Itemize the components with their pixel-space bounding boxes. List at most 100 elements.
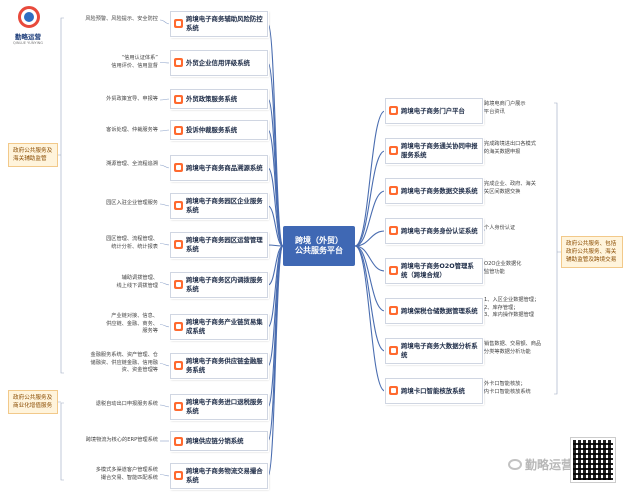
left-note: “信用认证体系” 信用评价、信用监督 [111, 55, 158, 69]
logo-name: 勤略运营 [15, 33, 41, 41]
branch-connector [267, 205, 284, 247]
node-label: 跨境电子商务商品溯源系统 [186, 163, 263, 172]
wechat-icon [508, 459, 522, 470]
system-icon [389, 266, 398, 275]
left-note: 溯源管理、全流程追溯 [106, 161, 158, 167]
right-node: 跨境电子商务门户平台 [385, 98, 483, 124]
node-label: 跨境电子商务O2O管理系统（跨境合规） [401, 262, 474, 279]
node-label: 跨境电子商务辅助风险防控系统 [186, 15, 263, 32]
right-node: 跨境电子商务通关协同申报服务系统 [385, 138, 483, 164]
node-label: 跨境电子商务区内调拨服务系统 [186, 276, 263, 293]
node-label: 跨境卡口智能核放系统 [401, 386, 465, 395]
right-node: 跨境电子商务数据交换系统 [385, 178, 483, 204]
right-node: 跨境卡口智能核放系统 [385, 378, 483, 404]
note-connector [159, 98, 171, 101]
category-bracket [58, 401, 64, 481]
note-connector [159, 19, 171, 25]
system-icon [174, 471, 183, 480]
right-node: 跨境电子商务O2O管理系统（跨境合规） [385, 258, 483, 284]
left-note: 客诉处理、仲裁服务等 [106, 127, 158, 133]
branch-connector [354, 245, 386, 312]
note-connector [159, 203, 171, 207]
node-label: 跨境电子商务产业链贸易集成系统 [186, 318, 263, 335]
logo-ring [18, 6, 40, 28]
left-node: 跨境供应链分销系统 [170, 431, 268, 451]
node-label: 跨境电子商务园区运营管理系统 [186, 236, 263, 253]
right-note: 完成跨境进出口各模式 的海关数据申报 [484, 141, 536, 155]
node-label: 外贸政策服务系统 [186, 94, 238, 103]
left-note: 多模式多渠道客户管理系统 撮合交易、智能匹配系统 [95, 467, 158, 481]
watermark: 勤略运营 [508, 456, 573, 473]
left-node: 外贸政策服务系统 [170, 89, 268, 109]
left-note: 辅助调拨管理、 线上线下调拨管理 [116, 275, 158, 289]
left-node: 外贸企业信用评级系统 [170, 50, 268, 76]
left-node: 跨境电子商务商品溯源系统 [170, 155, 268, 181]
note-connector [159, 129, 171, 132]
system-icon [174, 201, 183, 210]
system-icon [174, 402, 183, 411]
left-note: 风险预警、风险提示、安全防控 [85, 16, 158, 22]
system-icon [174, 240, 183, 249]
system-icon [174, 322, 183, 331]
left-node: 跨境电子商务产业链贸易集成系统 [170, 314, 268, 340]
category-tag: 政府公共服务及 商业化增值服务 [8, 390, 58, 415]
left-node: 跨境电子商务辅助风险防控系统 [170, 11, 268, 37]
right-note: 完成企业、政府、海关 关区间数据交换 [484, 181, 536, 195]
note-connector [159, 164, 171, 169]
node-label: 跨境电子商务数据交换系统 [401, 186, 478, 195]
branch-connector [267, 245, 284, 477]
category-bracket [554, 102, 561, 395]
left-node: 跨境电子商务区内调拨服务系统 [170, 272, 268, 298]
right-note: 外卡口智能核放； 内卡口智能核放系统 [484, 381, 531, 395]
left-node: 跨境电子商务物流交易撮合系统 [170, 463, 268, 489]
node-label: 跨境电子商务门户平台 [401, 106, 465, 115]
node-label: 跨境电子商务进口退税服务系统 [186, 398, 263, 415]
system-icon [389, 106, 398, 115]
note-connector [159, 404, 171, 408]
node-label: 外贸企业信用评级系统 [186, 58, 250, 67]
left-note: 退税自动出口申报服务系统 [95, 401, 158, 407]
logo-dot [24, 12, 34, 22]
left-note: 金融服务系统、资产管理、仓 储融资、供应链金融、信用融 资、资金管理等 [90, 352, 158, 374]
system-icon [389, 186, 398, 195]
right-node: 跨境保税仓储数据管理系统 [385, 298, 483, 324]
node-label: 投诉仲裁服务系统 [186, 125, 238, 134]
system-icon [389, 146, 398, 155]
node-label: 跨境保税仓储数据管理系统 [401, 306, 478, 315]
brand-logo: 勤略运营 QINLUE YUNYING [6, 4, 50, 50]
system-icon [174, 126, 183, 135]
right-node: 跨境电子商务身份认证系统 [385, 218, 483, 244]
system-icon [174, 437, 183, 446]
branch-connector [267, 244, 284, 247]
left-note: 园区管理、流程管理、 统计分析、统计报表 [106, 236, 158, 250]
node-label: 跨境电子商务物流交易撮合系统 [186, 467, 263, 484]
right-note: 1、入区企业数据管理； 2、库存管理； 3、库内操作数据管理 [484, 297, 540, 319]
node-label: 跨境电子商务身份认证系统 [401, 226, 478, 235]
right-note: 销售数据、交易额、商品 分类等数据分析功能 [484, 341, 542, 355]
branch-connector [354, 150, 386, 247]
system-icon [389, 386, 398, 395]
branch-connector [354, 245, 386, 392]
system-icon [174, 19, 183, 28]
left-node: 跨境电子商务园区运营管理系统 [170, 232, 268, 258]
node-label: 跨境电子商务园区企业服务系统 [186, 197, 263, 214]
branch-connector [267, 62, 284, 247]
node-label: 跨境电子商务通关协同申报服务系统 [401, 142, 478, 159]
left-note: 外贸政策宣导、申报等 [106, 96, 158, 102]
system-icon [174, 361, 183, 370]
node-label: 跨境电子商务供应链金融服务系统 [186, 357, 263, 374]
right-note: 个人身份认证 [484, 225, 516, 231]
left-node: 跨境电子商务进口退税服务系统 [170, 394, 268, 420]
branch-connector [354, 110, 386, 247]
category-tag: 政府公共服务及 海关辅助监管 [8, 143, 58, 168]
system-icon [174, 58, 183, 67]
node-label: 跨境电子商务大数据分析系统 [401, 342, 478, 359]
qr-code [570, 437, 616, 483]
logo-subtitle: QINLUE YUNYING [13, 41, 43, 45]
branch-connector [267, 245, 284, 408]
left-node: 投诉仲裁服务系统 [170, 120, 268, 140]
system-icon [174, 95, 183, 104]
right-note: O2O企业数据化 监管功能 [484, 261, 522, 275]
